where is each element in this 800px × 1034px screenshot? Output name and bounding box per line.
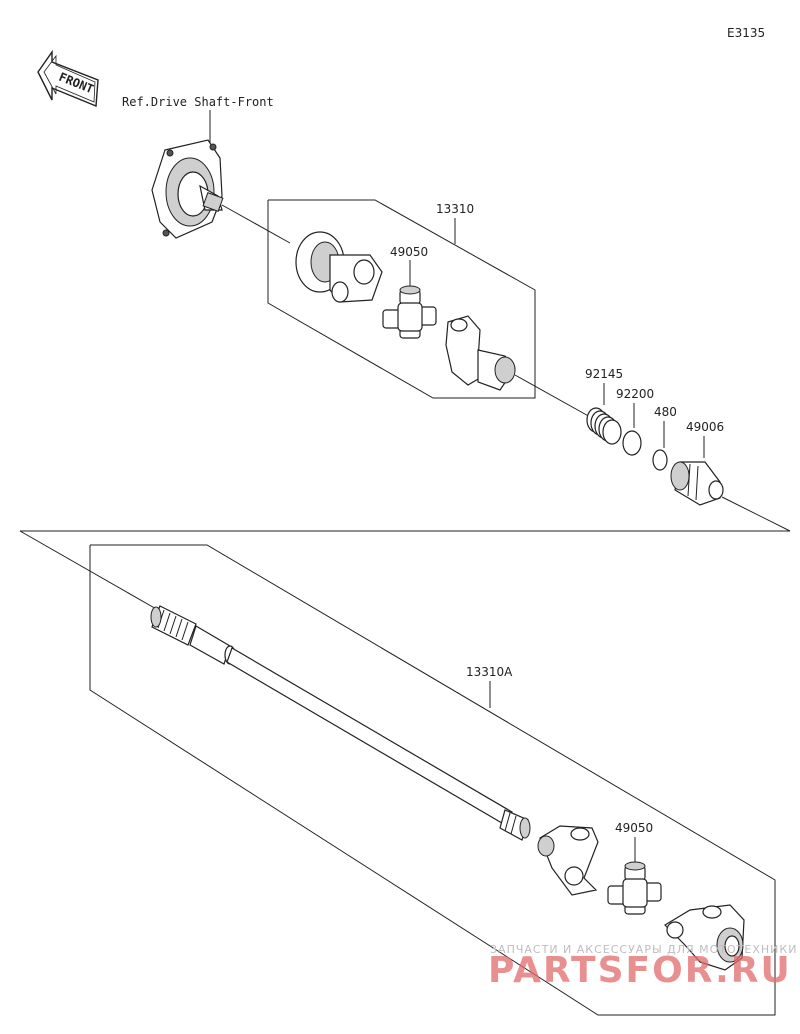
lower-assembly-outline: [89, 544, 776, 1016]
part-13310A-label: 13310A: [466, 665, 513, 679]
lower-cross-joint: [607, 861, 662, 915]
part-480-label: 480: [654, 405, 677, 419]
flange-yoke: [295, 231, 383, 303]
ref-drive-shaft-label: Ref.Drive Shaft-Front: [122, 95, 274, 109]
diagram-code: E3135: [727, 26, 765, 40]
part-13310-label: 13310: [436, 202, 474, 216]
watermark-main: PARTSFOR.RU: [488, 950, 792, 991]
upper-assembly-outline: [267, 199, 536, 399]
part-92200-label: 92200: [616, 387, 654, 401]
dust-boot: [670, 461, 724, 506]
circlip: [652, 449, 668, 471]
slip-yoke-upper: [445, 315, 516, 391]
upper-cross-joint: [382, 285, 437, 339]
front-drive-housing: [151, 139, 224, 239]
part-49050-lower-label: 49050: [615, 821, 653, 835]
lower-end-yoke: [664, 904, 745, 971]
front-arrow-icon: FRONT: [37, 49, 99, 108]
propeller-shaft: [150, 605, 531, 841]
part-49006-label: 49006: [686, 420, 724, 434]
part-92145-label: 92145: [585, 367, 623, 381]
watermark-top: ЗАПЧАСТИ И АКСЕССУАРЫ ДЛЯ МОТОТЕХНИКИ: [490, 943, 797, 956]
part-49050-upper-label: 49050: [390, 245, 428, 259]
washer: [622, 430, 642, 456]
lower-yoke: [537, 825, 599, 896]
spring: [586, 407, 622, 445]
